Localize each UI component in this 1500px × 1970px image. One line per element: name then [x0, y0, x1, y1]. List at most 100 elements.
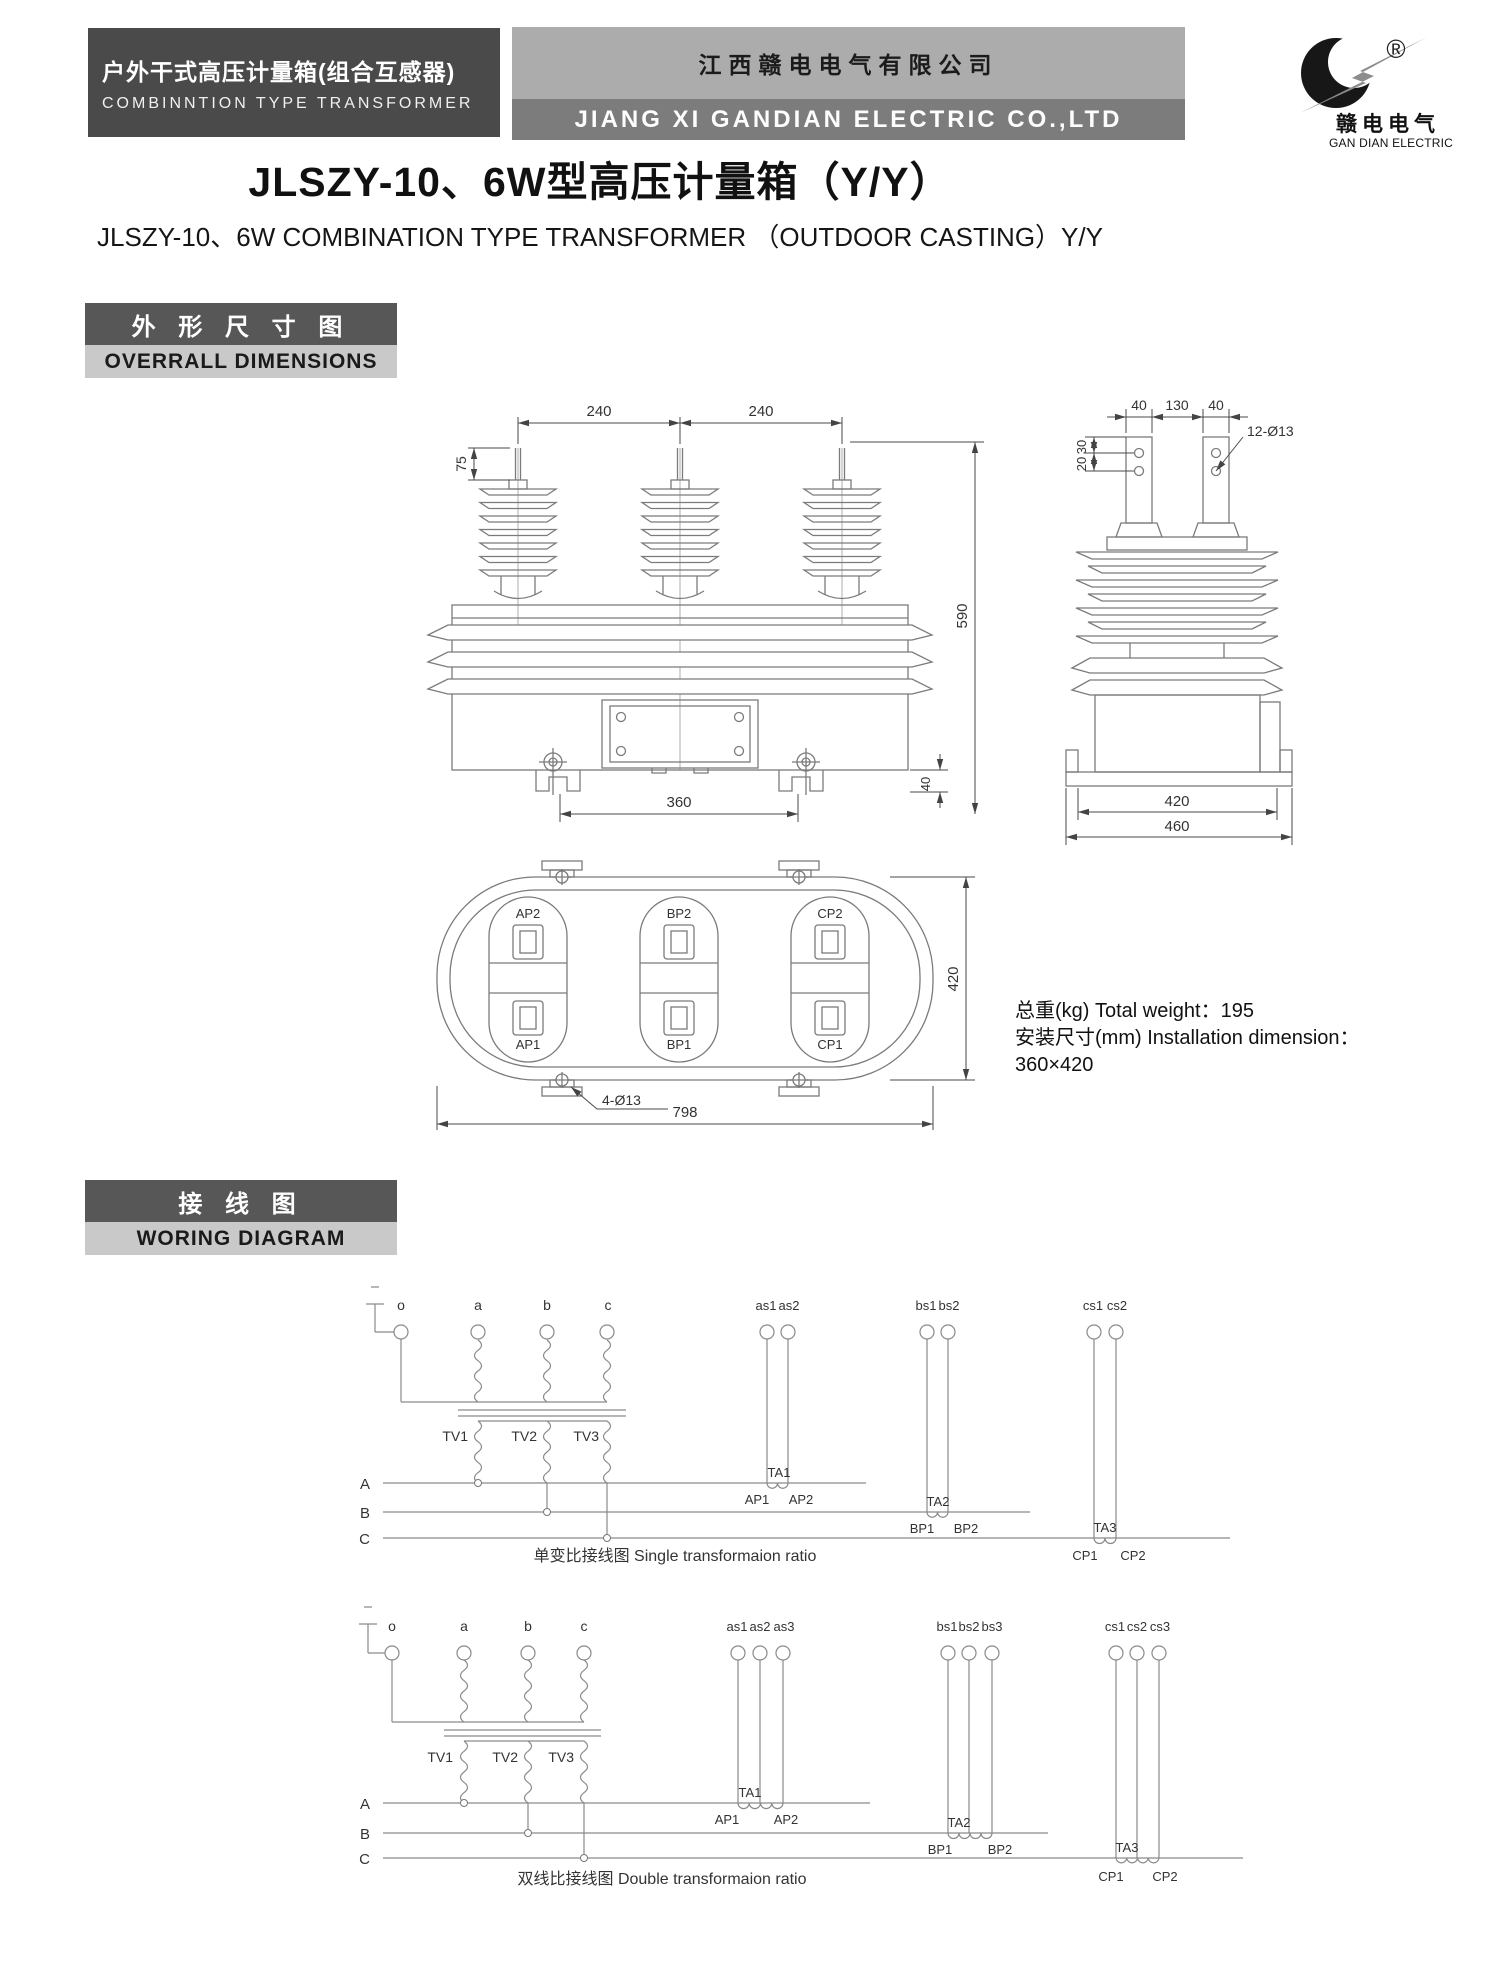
wd1-terminal-a: a — [474, 1297, 482, 1313]
terminal-label-AP1: AP1 — [516, 1037, 541, 1052]
section-dimensions: 外 形 尺 寸 图 OVERRALL DIMENSIONS — [85, 303, 397, 378]
section-wiring-en: WORING DIAGRAM — [85, 1222, 397, 1255]
dim-outer: 460 — [1164, 818, 1189, 835]
wd2-ct3-cp2: CP2 — [1152, 1869, 1177, 1884]
wd2-ct2-label: TA2 — [948, 1815, 971, 1830]
wd1-ct2-label: TA2 — [927, 1494, 950, 1509]
dim-hole-bottom: 20 — [1074, 457, 1089, 471]
company-banner-zh: 江西赣电电气有限公司 — [512, 27, 1185, 99]
wd2-coil-tv2: TV2 — [492, 1749, 518, 1765]
wd1-ct1-ap2: AP2 — [789, 1492, 814, 1507]
wd1-terminal-c: c — [605, 1297, 612, 1313]
terminal-label-AP2: AP2 — [516, 906, 541, 921]
wd1-ct3-cs2: cs2 — [1107, 1298, 1127, 1313]
terminal-label-CP1: CP1 — [817, 1037, 842, 1052]
wd1-ct1-as2: as2 — [779, 1298, 800, 1313]
wiring-diagram-double: o a b c TV1 TV2 TV3 A B C as1 as2 as3 TA… — [359, 1606, 1243, 1888]
wd2-coil-tv3: TV3 — [548, 1749, 574, 1765]
installation-note: 安装尺寸(mm) Installation dimension：360×420 — [1015, 1027, 1360, 1076]
wd2-ct3-cs3: cs3 — [1150, 1619, 1170, 1634]
page-title-block: JLSZY-10、6W型高压计量箱（Y/Y） JLSZY-10、6W COMBI… — [85, 148, 1115, 254]
wd1-phase-b: B — [360, 1505, 370, 1522]
registered-trademark-icon: ® — [1386, 34, 1405, 64]
wd2-terminal-c: c — [581, 1618, 588, 1634]
dim-base: 40 — [918, 777, 933, 791]
wd2-ct2-bs1: bs1 — [937, 1619, 958, 1634]
nameplate — [601, 699, 759, 774]
company-name-en: JIANG XI GANDIAN ELECTRIC CO.,LTD — [574, 105, 1123, 133]
wd1-ct3-cs1: cs1 — [1083, 1298, 1103, 1313]
wd1-phase-a: A — [360, 1476, 370, 1493]
section-dimensions-zh: 外 形 尺 寸 图 — [85, 303, 397, 345]
section-dimensions-en: OVERRALL DIMENSIONS — [85, 345, 397, 378]
wd2-ct1-as1: as1 — [727, 1619, 748, 1634]
logo-brand-en: GAN DIAN ELECTRIC — [1329, 136, 1453, 150]
terminal-label-BP2: BP2 — [667, 906, 692, 921]
wd2-ct3-label: TA3 — [1116, 1840, 1139, 1855]
dim-post-right: 40 — [1208, 397, 1224, 413]
hole-note-plan: 4-Ø13 — [602, 1092, 641, 1108]
wd2-ct3-cp1: CP1 — [1098, 1869, 1123, 1884]
product-title-en: COMBINNTION TYPE TRANSFORMER — [102, 94, 474, 112]
wd2-ct1-as2: as2 — [750, 1619, 771, 1634]
company-logo: ® 赣电电气 GAN DIAN ELECTRIC — [1262, 20, 1467, 155]
dim-span-left: 240 — [586, 403, 611, 420]
hole-note-side: 12-Ø13 — [1247, 423, 1294, 439]
wd2-coil-tv1: TV1 — [427, 1749, 453, 1765]
product-title-zh: 户外干式高压计量箱(组合互感器) — [102, 58, 456, 85]
wd1-coil-tv3: TV3 — [573, 1428, 599, 1444]
wd2-phase-a: A — [360, 1796, 370, 1813]
wd2-ct3-cs1: cs1 — [1105, 1619, 1125, 1634]
dim-gap: 130 — [1165, 397, 1189, 413]
wd2-terminal-b: b — [524, 1618, 532, 1634]
wd1-ct2-bp1: BP1 — [910, 1521, 935, 1536]
front-view: 240 240 75 590 360 40 — [426, 403, 984, 822]
logo-brand-zh: 赣电电气 — [1336, 112, 1440, 136]
wd1-ct2-bs1: bs1 — [916, 1298, 937, 1313]
dim-span-right: 240 — [748, 403, 773, 420]
product-banner: 户外干式高压计量箱(组合互感器) COMBINNTION TYPE TRANSF… — [88, 28, 500, 137]
dim-inner: 420 — [1164, 793, 1189, 810]
bottom-view: AP2 BP2 CP2 AP1 BP1 CP1 420 798 4-Ø13 — [436, 860, 975, 1130]
dim-post-left: 40 — [1131, 397, 1147, 413]
dim-plan-width: 798 — [672, 1104, 697, 1121]
gandian-logo-icon — [1300, 37, 1427, 113]
wd1-ct3-cp1: CP1 — [1072, 1548, 1097, 1563]
wd1-ct1-ap1: AP1 — [745, 1492, 770, 1507]
section-wiring: 接 线 图 WORING DIAGRAM — [85, 1180, 397, 1255]
mounting-feet — [535, 748, 824, 795]
wd1-ct3-cp2: CP2 — [1120, 1548, 1145, 1563]
wd2-ct1-ap2: AP2 — [774, 1812, 799, 1827]
terminal-label-BP1: BP1 — [667, 1037, 692, 1052]
side-view: 40 130 40 30 20 12-Ø13 420 460 — [1065, 397, 1294, 845]
dim-height: 590 — [954, 603, 971, 628]
wd1-caption: 单变比接线图 Single transformaion ratio — [534, 1547, 817, 1565]
wd2-ct2-bs2: bs2 — [959, 1619, 980, 1634]
dim-stud: 75 — [453, 456, 469, 472]
ground-icon — [359, 1606, 385, 1654]
page-title-zh: JLSZY-10、6W型高压计量箱（Y/Y） — [248, 159, 952, 205]
wd2-ct1-as3: as3 — [774, 1619, 795, 1634]
page-title-en: JLSZY-10、6W COMBINATION TYPE TRANSFORMER… — [97, 222, 1103, 252]
wd1-ct1-label: TA1 — [768, 1465, 791, 1480]
ground-icon — [366, 1286, 394, 1333]
terminal-label-CP2: CP2 — [817, 906, 842, 921]
total-weight-note: 总重(kg) Total weight：195 — [1015, 1000, 1254, 1022]
wd2-ct1-label: TA1 — [739, 1785, 762, 1800]
dim-hole-top: 30 — [1074, 440, 1089, 454]
wd1-ct2-bs2: bs2 — [939, 1298, 960, 1313]
wd2-phase-b: B — [360, 1826, 370, 1843]
wd2-terminal-o: o — [388, 1618, 396, 1634]
wd2-terminal-a: a — [460, 1618, 468, 1634]
wd1-phase-c: C — [359, 1531, 370, 1548]
wd2-ct2-bs3: bs3 — [982, 1619, 1003, 1634]
dim-feet: 360 — [666, 794, 691, 811]
company-name-zh: 江西赣电电气有限公司 — [698, 52, 999, 78]
company-banner-en: JIANG XI GANDIAN ELECTRIC CO.,LTD — [512, 99, 1185, 140]
wd1-terminal-o: o — [397, 1297, 405, 1313]
wd2-caption: 双线比接线图 Double transformaion ratio — [518, 1870, 807, 1888]
wd1-terminal-b: b — [543, 1297, 551, 1313]
section-wiring-zh: 接 线 图 — [85, 1180, 397, 1222]
wd2-ct2-bp1: BP1 — [928, 1842, 953, 1857]
